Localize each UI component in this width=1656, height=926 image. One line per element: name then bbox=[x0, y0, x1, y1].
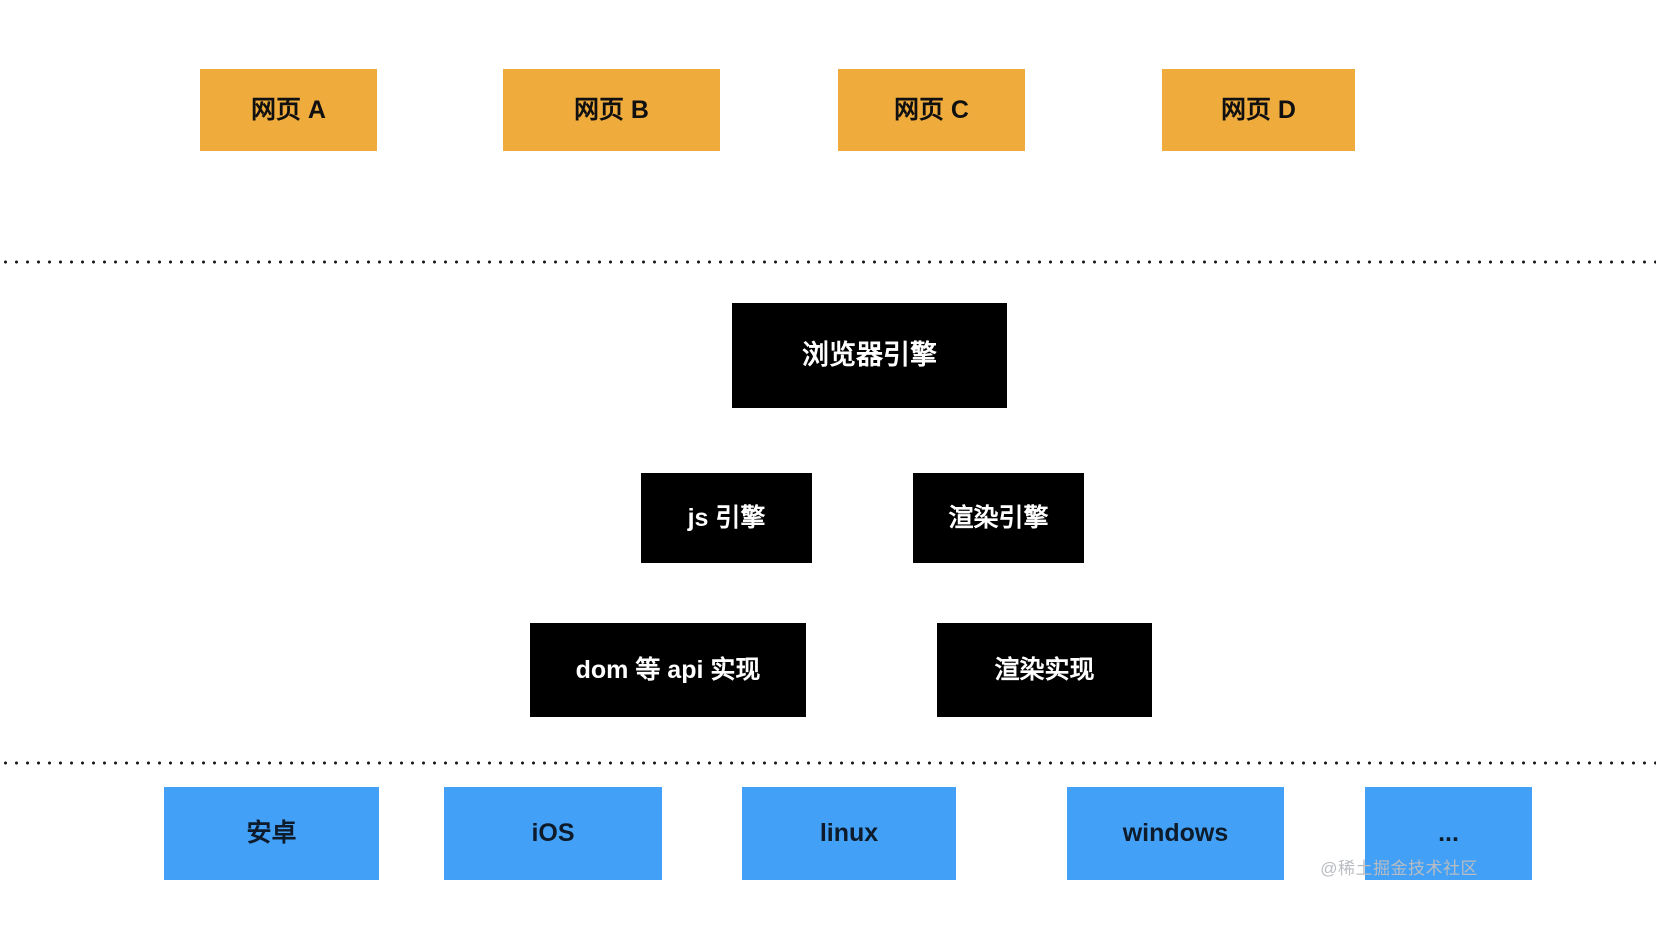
divider-bottom bbox=[0, 761, 1656, 765]
divider-top bbox=[0, 260, 1656, 264]
node-page-a: 网页 A bbox=[200, 69, 377, 151]
node-dom-api-impl: dom 等 api 实现 bbox=[530, 623, 806, 717]
node-os-linux: linux bbox=[742, 787, 956, 880]
node-page-c: 网页 C bbox=[838, 69, 1025, 151]
node-label-os-ios: iOS bbox=[531, 819, 575, 848]
node-label-os-android: 安卓 bbox=[246, 819, 297, 848]
node-render-impl: 渲染实现 bbox=[937, 623, 1152, 717]
node-label-js-engine: js 引擎 bbox=[687, 503, 766, 532]
node-label-dom-api-impl: dom 等 api 实现 bbox=[575, 655, 761, 684]
node-label-render-engine: 渲染引擎 bbox=[948, 503, 1049, 532]
node-label-os-linux: linux bbox=[819, 819, 879, 848]
node-label-page-d: 网页 D bbox=[1220, 95, 1296, 124]
watermark-text: @稀土掘金技术社区 bbox=[1320, 859, 1478, 878]
node-browser-engine: 浏览器引擎 bbox=[732, 303, 1007, 408]
node-label-os-more: ... bbox=[1438, 819, 1459, 848]
node-label-browser-engine: 浏览器引擎 bbox=[802, 339, 937, 370]
node-page-d: 网页 D bbox=[1162, 69, 1355, 151]
node-label-page-c: 网页 C bbox=[893, 95, 969, 124]
node-js-engine: js 引擎 bbox=[641, 473, 812, 563]
node-os-windows: windows bbox=[1067, 787, 1284, 880]
node-label-os-windows: windows bbox=[1122, 819, 1229, 848]
node-label-page-a: 网页 A bbox=[250, 95, 326, 124]
node-os-android: 安卓 bbox=[164, 787, 379, 880]
node-os-ios: iOS bbox=[444, 787, 662, 880]
node-page-b: 网页 B bbox=[503, 69, 720, 151]
node-label-page-b: 网页 B bbox=[573, 95, 649, 124]
node-os-more: ... bbox=[1365, 787, 1532, 880]
node-label-render-impl: 渲染实现 bbox=[994, 655, 1095, 684]
node-render-engine: 渲染引擎 bbox=[913, 473, 1084, 563]
